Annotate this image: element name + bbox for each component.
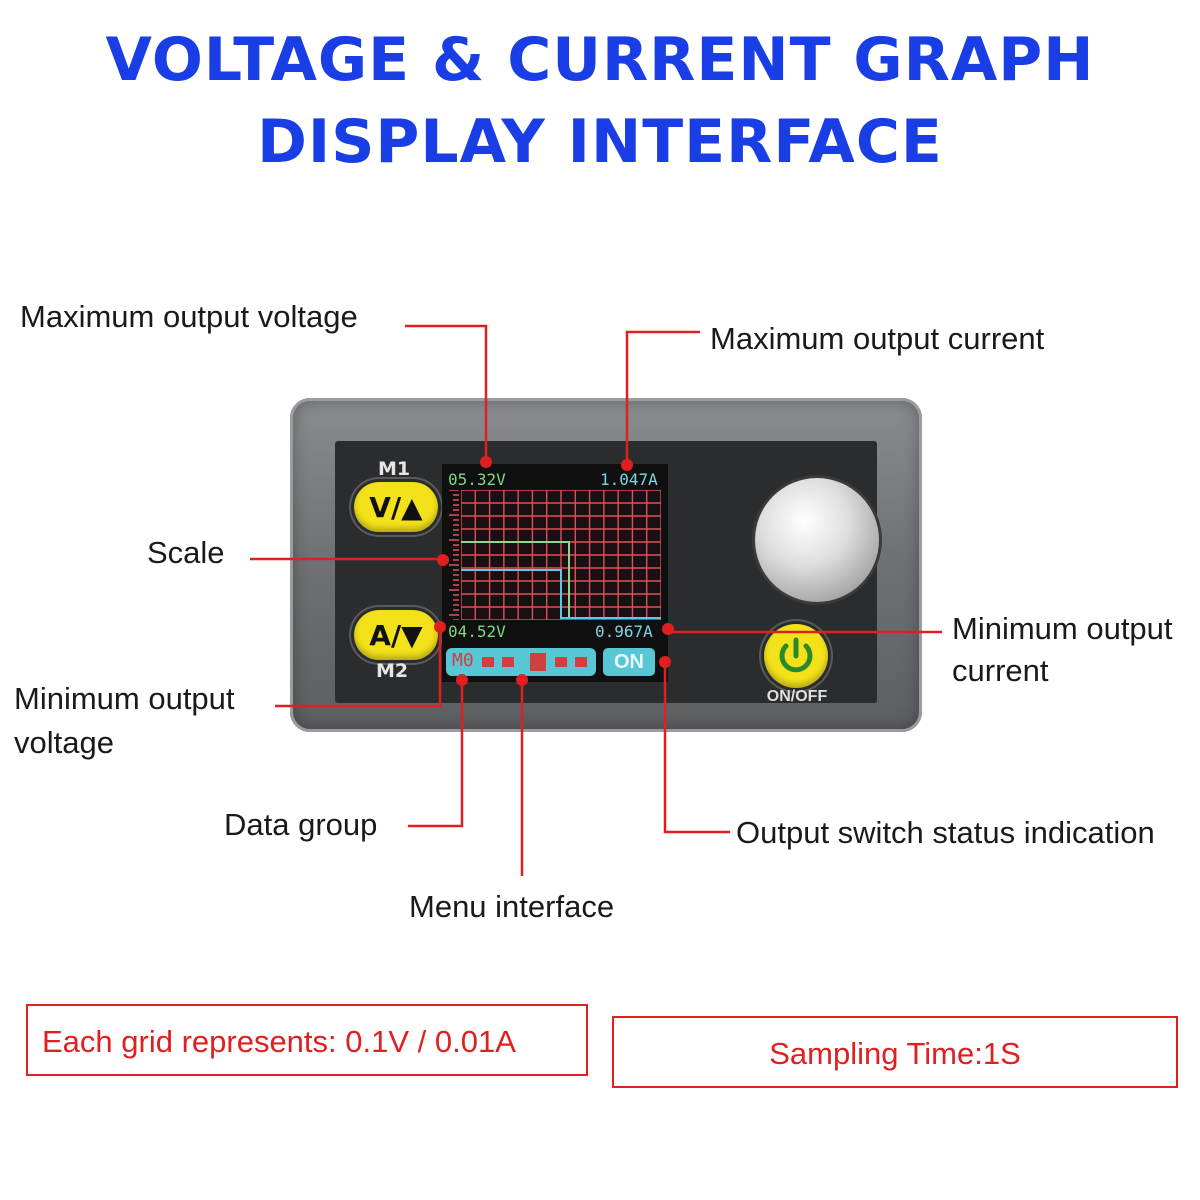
callout-data-group: Data group (224, 807, 378, 842)
menu-block (555, 657, 567, 667)
rotary-encoder-knob[interactable] (755, 478, 879, 602)
current-trace (461, 569, 661, 619)
onoff-label: ON/OFF (766, 688, 828, 705)
callout-max-current: Maximum output current (710, 321, 1045, 356)
output-status-badge: ON (603, 648, 655, 676)
max-voltage-readout: 05.32V (448, 470, 506, 489)
menu-block (575, 657, 587, 667)
power-button[interactable] (764, 624, 828, 688)
data-group-indicator: M0 (452, 650, 474, 671)
sampling-time-text: Sampling Time:1S (769, 1036, 1021, 1071)
callout-scale: Scale (147, 535, 225, 570)
callout-menu-interface: Menu interface (409, 889, 615, 924)
callout-min-voltage-line2: voltage (14, 725, 114, 760)
callout-min-current-line2: current (952, 653, 1049, 688)
current-down-button[interactable]: A/▼ (354, 610, 438, 660)
grid-scale-note: Each grid represents: 0.1V / 0.01A (26, 1004, 588, 1076)
menu-block (482, 657, 494, 667)
menu-bar[interactable] (446, 648, 596, 676)
menu-block-active (530, 653, 546, 671)
max-current-readout: 1.047A (600, 470, 658, 489)
page-title-line-1: VOLTAGE & CURRENT GRAPH (105, 25, 1095, 95)
callout-output-switch: Output switch status indication (736, 815, 1155, 850)
grid-scale-text: Each grid represents: 0.1V / 0.01A (42, 1024, 516, 1059)
page-title-line-2: DISPLAY INTERFACE (257, 107, 943, 177)
min-current-readout: 0.967A (595, 622, 653, 641)
min-voltage-readout: 04.52V (448, 622, 506, 641)
callout-max-voltage: Maximum output voltage (20, 299, 358, 334)
m1-label: M1 (378, 458, 411, 480)
menu-block (502, 657, 514, 667)
sampling-time-note: Sampling Time:1S (612, 1016, 1178, 1088)
callout-min-current-line1: Minimum output (952, 611, 1173, 646)
graph-grid (461, 490, 661, 620)
power-icon (779, 637, 813, 673)
m2-label: M2 (376, 660, 409, 682)
callout-min-voltage-line1: Minimum output (14, 681, 235, 716)
scale-ticks (449, 490, 459, 620)
voltage-up-button[interactable]: V/▲ (354, 482, 438, 532)
